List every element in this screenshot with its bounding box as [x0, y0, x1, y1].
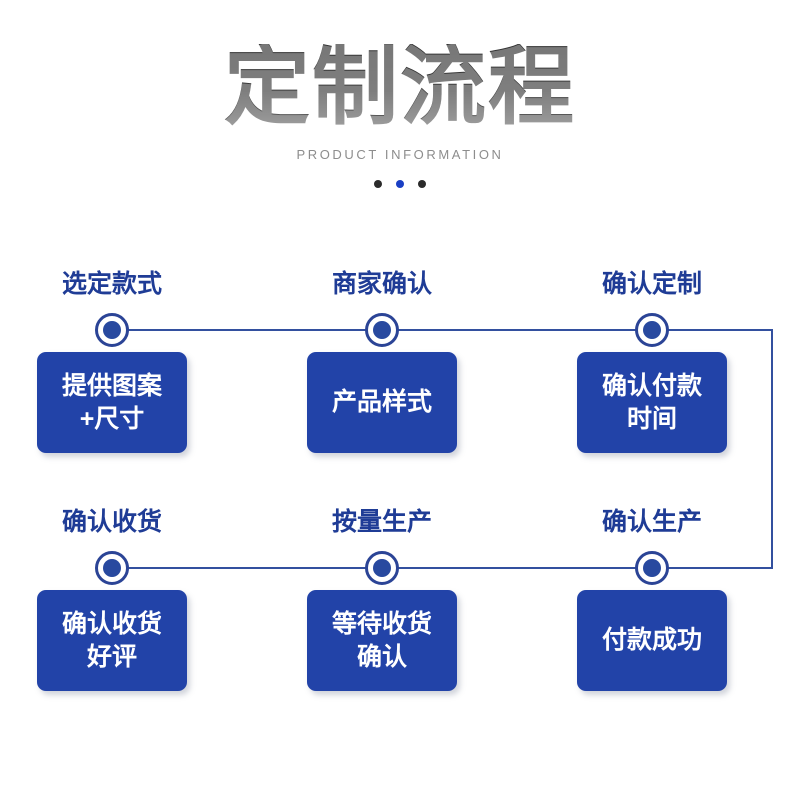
flow-node-r2c2: 按量生产: [292, 510, 472, 535]
flow-label-r1c2: 商家确认: [331, 270, 432, 298]
flow-label-r1c3: 确认定制: [601, 270, 702, 298]
flow-label-r1c1: 选定款式: [61, 270, 162, 298]
flow-box-r1c1[interactable]: 提供图案 +尺寸: [37, 352, 187, 453]
flow-label-r2c3: 确认生产: [601, 508, 702, 536]
flow-marker-r1c2-icon[interactable]: [365, 313, 399, 347]
flow-node-r1c1: 选定款式: [22, 272, 202, 297]
connector-row2-horizontal: [112, 567, 773, 569]
connector-right-vertical: [771, 329, 773, 569]
decor-dot-3-icon: [418, 180, 426, 188]
flow-box-text-r1c3: 确认付款 时间: [601, 371, 702, 433]
flow-marker-r2c1-icon[interactable]: [95, 551, 129, 585]
flow-box-r2c3[interactable]: 付款成功: [577, 590, 727, 691]
connector-row1-horizontal: [112, 329, 773, 331]
page-title: 定制流程: [0, 44, 800, 130]
flow-node-r2c1: 确认收货: [22, 510, 202, 535]
flow-box-r2c2[interactable]: 等待收货 确认: [307, 590, 457, 691]
flow-box-text-r2c3: 付款成功: [601, 626, 702, 654]
flow-marker-r2c3-icon[interactable]: [635, 551, 669, 585]
flow-node-r1c3: 确认定制: [562, 272, 742, 297]
flow-box-text-r1c1: 提供图案 +尺寸: [61, 371, 162, 433]
flow-node-r1c2: 商家确认: [292, 272, 472, 297]
flow-box-text-r1c2: 产品样式: [331, 388, 432, 416]
decorative-dot-row: [0, 180, 800, 188]
page-subtitle: PRODUCT INFORMATION: [296, 147, 504, 162]
page-header: 定制流程 PRODUCT INFORMATION: [0, 0, 800, 230]
flow-box-r2c1[interactable]: 确认收货 好评: [37, 590, 187, 691]
flow-box-r1c2[interactable]: 产品样式: [307, 352, 457, 453]
flow-label-r2c2: 按量生产: [331, 508, 432, 536]
flow-marker-r1c1-icon[interactable]: [95, 313, 129, 347]
decor-dot-2-icon: [396, 180, 404, 188]
flow-marker-r2c2-icon[interactable]: [365, 551, 399, 585]
flow-box-r1c3[interactable]: 确认付款 时间: [577, 352, 727, 453]
decor-dot-1-icon: [374, 180, 382, 188]
flow-box-text-r2c1: 确认收货 好评: [61, 609, 162, 671]
flow-node-r2c3: 确认生产: [562, 510, 742, 535]
flow-box-text-r2c2: 等待收货 确认: [331, 609, 432, 671]
flow-marker-r1c3-icon[interactable]: [635, 313, 669, 347]
flow-label-r2c1: 确认收货: [61, 508, 162, 536]
